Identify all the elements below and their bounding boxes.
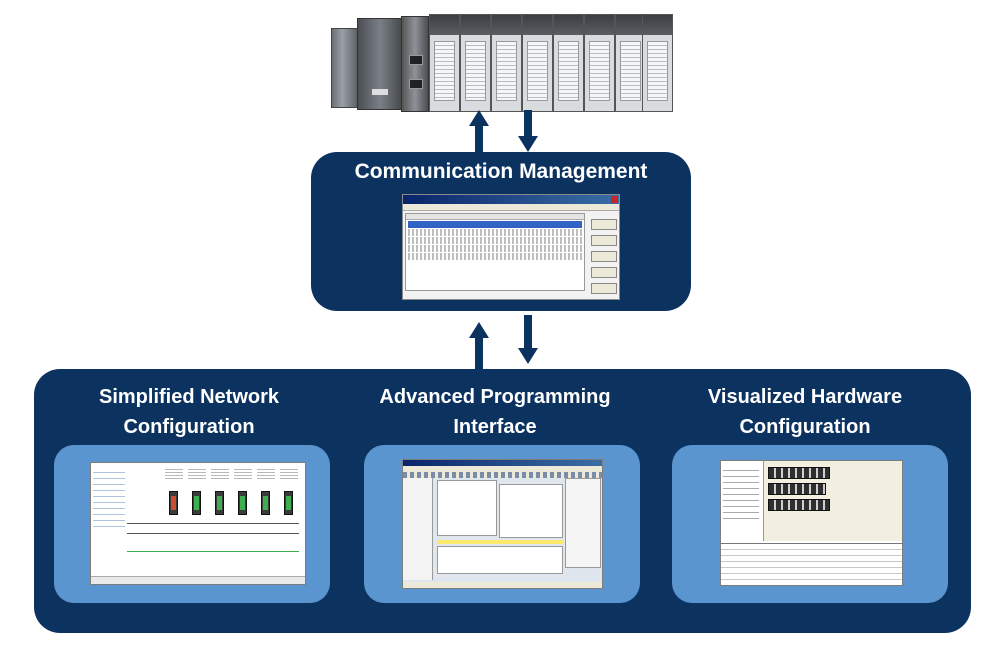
window-button — [591, 235, 617, 246]
trend-window — [499, 484, 563, 538]
network-node — [238, 491, 247, 515]
plc-io-module — [615, 14, 646, 112]
plc-io-module — [429, 14, 460, 112]
communication-management-title: Communication Management — [354, 160, 648, 183]
hardware-configuration-title: Visualized Hardware Configuration — [707, 386, 903, 438]
plc-io-module — [584, 14, 615, 112]
plc-cpu-module — [401, 16, 429, 112]
rack-view — [763, 461, 902, 541]
plc-io-module — [522, 14, 553, 112]
programming-interface-title: Advanced Programming Interface — [379, 386, 611, 438]
plc-brand-logo — [372, 89, 388, 95]
module-table — [721, 543, 902, 585]
programming-interface-screenshot — [402, 459, 603, 589]
plc-io-module — [460, 14, 491, 112]
network-configuration-title: Simplified Network Configuration — [98, 386, 280, 438]
properties-pane — [565, 478, 601, 568]
window-button — [591, 219, 617, 230]
window-titlebar — [403, 195, 619, 204]
plc-io-module — [491, 14, 522, 112]
plc-hardware-image — [331, 12, 673, 112]
plc-power-module — [357, 18, 403, 110]
arrow-down-icon — [518, 110, 538, 152]
window-button — [591, 283, 617, 294]
network-configuration-screenshot — [90, 462, 306, 585]
hardware-configuration-panel — [672, 445, 948, 603]
network-node — [215, 491, 224, 515]
plc-io-module — [553, 14, 584, 112]
ladder-editor — [437, 480, 497, 536]
connection-list — [405, 213, 585, 291]
window-button — [591, 251, 617, 262]
output-pane — [437, 546, 563, 574]
hardware-configuration-screenshot — [720, 460, 903, 586]
arrow-up-icon — [469, 110, 489, 152]
window-menubar — [403, 204, 619, 211]
plc-port — [409, 79, 423, 89]
communication-manager-screenshot — [402, 194, 620, 300]
arrow-down-icon — [518, 315, 538, 364]
plc-io-module — [642, 14, 673, 112]
plc-port — [409, 55, 423, 65]
network-configuration-panel — [54, 445, 330, 603]
communication-management-box: Communication Management — [311, 152, 691, 311]
network-tree — [93, 467, 125, 527]
programming-interface-panel — [364, 445, 640, 603]
plc-backplane-end — [331, 28, 359, 108]
network-node — [284, 491, 293, 515]
project-tree — [403, 478, 433, 580]
hardware-tree — [723, 465, 759, 521]
window-button — [591, 267, 617, 278]
network-node — [192, 491, 201, 515]
network-node — [169, 491, 178, 515]
arrow-up-icon — [469, 322, 489, 369]
network-node — [261, 491, 270, 515]
close-icon — [611, 196, 618, 203]
software-features-box: Simplified Network Configuration Advance… — [34, 369, 971, 633]
